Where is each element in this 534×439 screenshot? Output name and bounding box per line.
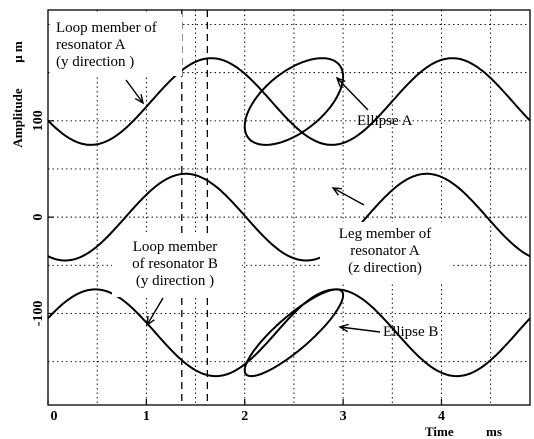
annotation-line: Ellipse B	[383, 324, 438, 340]
annotation-line: (z direction)	[348, 260, 422, 276]
y-axis-label: Amplitude	[10, 88, 25, 147]
series-ellipse-b	[243, 288, 345, 378]
annotation-background	[112, 235, 242, 297]
annotation-background	[52, 14, 182, 76]
x-tick-label: 2	[241, 409, 248, 424]
annotation-line: Leg member of	[339, 226, 431, 242]
series-ellipse-a	[243, 57, 345, 146]
annotation-arrow-head	[331, 187, 343, 196]
y-tick-label: -100	[31, 301, 46, 327]
annotation-line: resonator A	[350, 243, 420, 259]
x-axis-label: Time	[425, 424, 454, 439]
annotation-ellipseB: Ellipse B	[338, 323, 438, 340]
annotation-arrow-head	[146, 315, 155, 327]
x-tick-label: 4	[438, 409, 445, 424]
annotation-arrow-shaft	[146, 297, 164, 326]
data-series	[47, 57, 531, 378]
annotation-line: resonator A	[56, 37, 126, 53]
annotation-line: (y direction )	[136, 273, 214, 289]
tick-marks	[47, 120, 443, 405]
series-loop-member-of-resonator-a-y-direction	[47, 57, 531, 146]
annotation-arrow-shaft	[336, 77, 369, 111]
series-loop-member-of-resonator-b-y-direction	[47, 288, 531, 378]
x-tick-label: 0	[51, 409, 58, 424]
annotation-arrow-shaft	[332, 187, 365, 206]
annotation-arrow-shaft	[339, 326, 381, 333]
y-tick-label: 100	[31, 110, 46, 131]
annotation-background	[320, 222, 450, 284]
series-leg-member-of-resonator-a-z-direction	[47, 172, 531, 262]
annotation-line: Loop member of	[56, 20, 157, 36]
annotation-line: (y direction )	[56, 54, 134, 70]
x-tick-label: 1	[143, 409, 150, 424]
plot-frame	[47, 9, 531, 406]
x-tick-label: 3	[340, 409, 347, 424]
annotation-arrow-head	[338, 323, 349, 333]
tick-labels: 0 1 2 3 4 100 0 -100	[31, 110, 445, 424]
grid-lines	[48, 10, 530, 405]
reference-lines	[181, 10, 209, 405]
x-axis-unit: ms	[486, 424, 502, 439]
y-axis-unit: μ m	[10, 41, 25, 63]
annotation-arrow-head	[134, 94, 145, 105]
annotation-arrow-head	[335, 76, 346, 87]
annotation-line: Ellipse A	[357, 113, 413, 129]
annotation-line: of resonator B	[132, 256, 218, 272]
y-tick-label: 0	[31, 214, 46, 221]
annotation-ellipseA: Ellipse A	[335, 76, 413, 129]
annotation-arrow-shaft	[125, 79, 144, 104]
annotation-line: Loop member	[133, 239, 218, 255]
